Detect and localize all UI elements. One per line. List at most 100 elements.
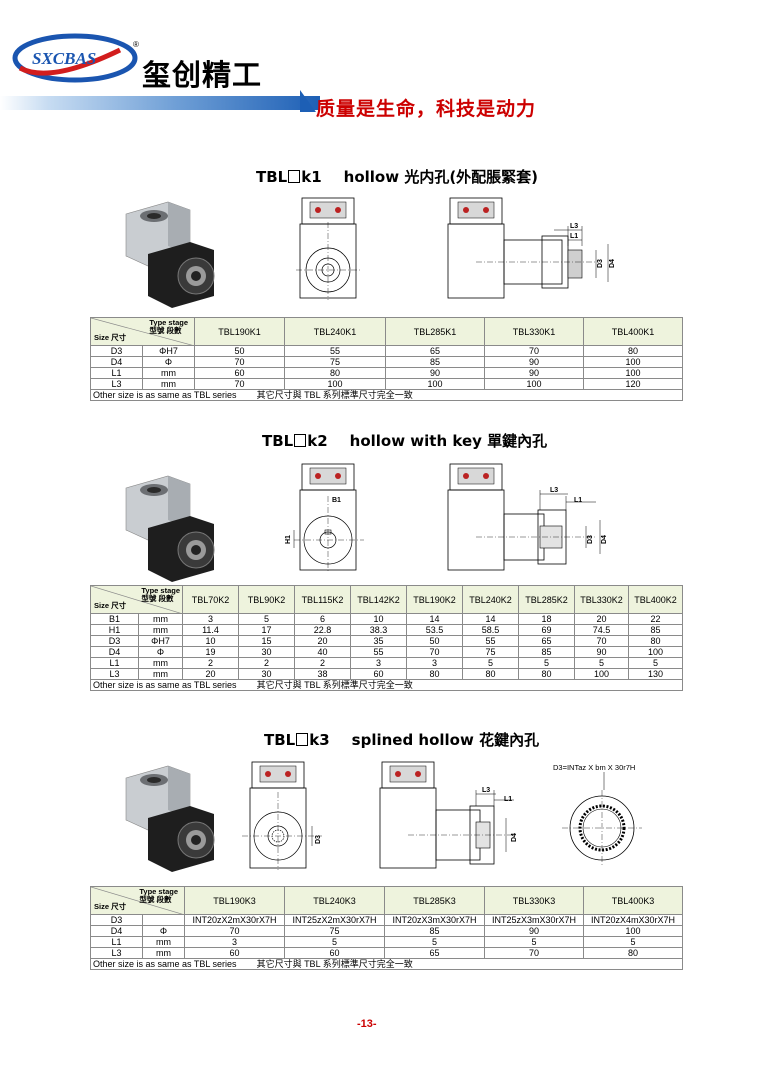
cell: 20 bbox=[182, 668, 239, 680]
front-view-drawing-k1 bbox=[296, 196, 360, 300]
row-size: B1 bbox=[90, 613, 139, 625]
spline-note: D3=INTaz X bm X 30r7H bbox=[553, 763, 635, 772]
cell: 100 bbox=[385, 378, 485, 390]
cell: 55 bbox=[284, 345, 386, 357]
cell: 11.4 bbox=[182, 624, 239, 636]
model-header: TBL190K2 bbox=[406, 585, 463, 614]
row-size: D4 bbox=[90, 646, 139, 658]
cell: 80 bbox=[518, 668, 575, 680]
model-header: TBL115K2 bbox=[294, 585, 351, 614]
corner-size: Size 尺寸 bbox=[94, 333, 127, 342]
corner-size: Size 尺寸 bbox=[94, 902, 127, 911]
cell: 20 bbox=[294, 635, 351, 647]
corner-size: Size 尺寸 bbox=[94, 601, 127, 610]
row-unit: mm bbox=[138, 668, 183, 680]
dim-l1: L1 bbox=[504, 796, 512, 803]
logo-badge-text: SXCBAS bbox=[32, 49, 96, 68]
model-placeholder-box bbox=[296, 733, 309, 746]
corner-type-stage: Type stage bbox=[139, 887, 178, 896]
model-header: TBL285K1 bbox=[385, 317, 485, 346]
cell: INT25zX2mX30rX7H bbox=[284, 914, 385, 926]
cell: 38.3 bbox=[350, 624, 407, 636]
cell: 3 bbox=[184, 936, 285, 948]
model-header: TBL240K3 bbox=[284, 886, 385, 915]
cell: 69 bbox=[518, 624, 575, 636]
cell: 80 bbox=[284, 367, 386, 379]
row-size: D4 bbox=[90, 356, 143, 368]
cell: 38 bbox=[294, 668, 351, 680]
model-header: TBL240K2 bbox=[462, 585, 519, 614]
cell: 6 bbox=[294, 613, 351, 625]
product-photo-k1 bbox=[118, 196, 218, 308]
row-unit: Φ bbox=[138, 646, 183, 658]
model-placeholder-box bbox=[288, 170, 301, 183]
dim-l1: L1 bbox=[570, 233, 578, 240]
model-header: TBL285K3 bbox=[384, 886, 485, 915]
side-view-drawing-k2: L3 L1 D3 D4 bbox=[446, 462, 616, 574]
cell: 60 bbox=[350, 668, 407, 680]
cell: 74.5 bbox=[574, 624, 629, 636]
model-header: TBL400K1 bbox=[583, 317, 683, 346]
row-unit: Φ bbox=[142, 925, 185, 937]
title-code: k2 bbox=[307, 432, 328, 450]
model-header: TBL330K3 bbox=[484, 886, 584, 915]
row-size: L3 bbox=[90, 668, 139, 680]
model-header: TBL90K2 bbox=[238, 585, 295, 614]
model-header: TBL142K2 bbox=[350, 585, 407, 614]
cell: 22.8 bbox=[294, 624, 351, 636]
cell: 5 bbox=[238, 613, 295, 625]
cell: 100 bbox=[284, 378, 386, 390]
footer-cn: 其它尺寸與 TBL 系列標準尺寸完全一致 bbox=[256, 680, 413, 690]
product-photo-k3 bbox=[118, 760, 218, 872]
row-unit: mm bbox=[142, 936, 185, 948]
corner-type-stage-cn: 型號 段數 bbox=[139, 895, 172, 904]
cell: 40 bbox=[294, 646, 351, 658]
row-size: D3 bbox=[90, 914, 143, 926]
cell: 80 bbox=[462, 668, 519, 680]
dim-l3: L3 bbox=[550, 487, 558, 494]
cell: 75 bbox=[284, 356, 386, 368]
cell: 60 bbox=[184, 947, 285, 959]
title-prefix: TBL bbox=[256, 168, 288, 186]
cell: 80 bbox=[583, 947, 683, 959]
row-unit: mm bbox=[138, 657, 183, 669]
model-header: TBL190K3 bbox=[184, 886, 285, 915]
header-stripe-end bbox=[300, 90, 316, 112]
model-header: TBL70K2 bbox=[182, 585, 239, 614]
cell: 2 bbox=[182, 657, 239, 669]
side-view-drawing-k3: L3 L1 D4 bbox=[378, 760, 528, 872]
cell: 14 bbox=[462, 613, 519, 625]
row-size: D3 bbox=[90, 345, 143, 357]
row-unit: mm bbox=[138, 624, 183, 636]
title-cn: 花鍵內孔 bbox=[479, 731, 540, 749]
dim-d3: D3 bbox=[587, 535, 594, 544]
row-unit: ΦH7 bbox=[142, 345, 195, 357]
title-en: splined hollow bbox=[351, 731, 474, 749]
row-size: L3 bbox=[90, 378, 143, 390]
cell: 70 bbox=[406, 646, 463, 658]
footer-cn: 其它尺寸與 TBL 系列標準尺寸完全一致 bbox=[256, 390, 413, 400]
dim-d3: D3 bbox=[315, 835, 322, 844]
model-header: TBL240K1 bbox=[284, 317, 386, 346]
cell: 85 bbox=[384, 925, 485, 937]
model-header: TBL330K2 bbox=[574, 585, 629, 614]
dim-d3: D3 bbox=[597, 259, 604, 268]
cell: 70 bbox=[194, 378, 285, 390]
cell: 58.5 bbox=[462, 624, 519, 636]
